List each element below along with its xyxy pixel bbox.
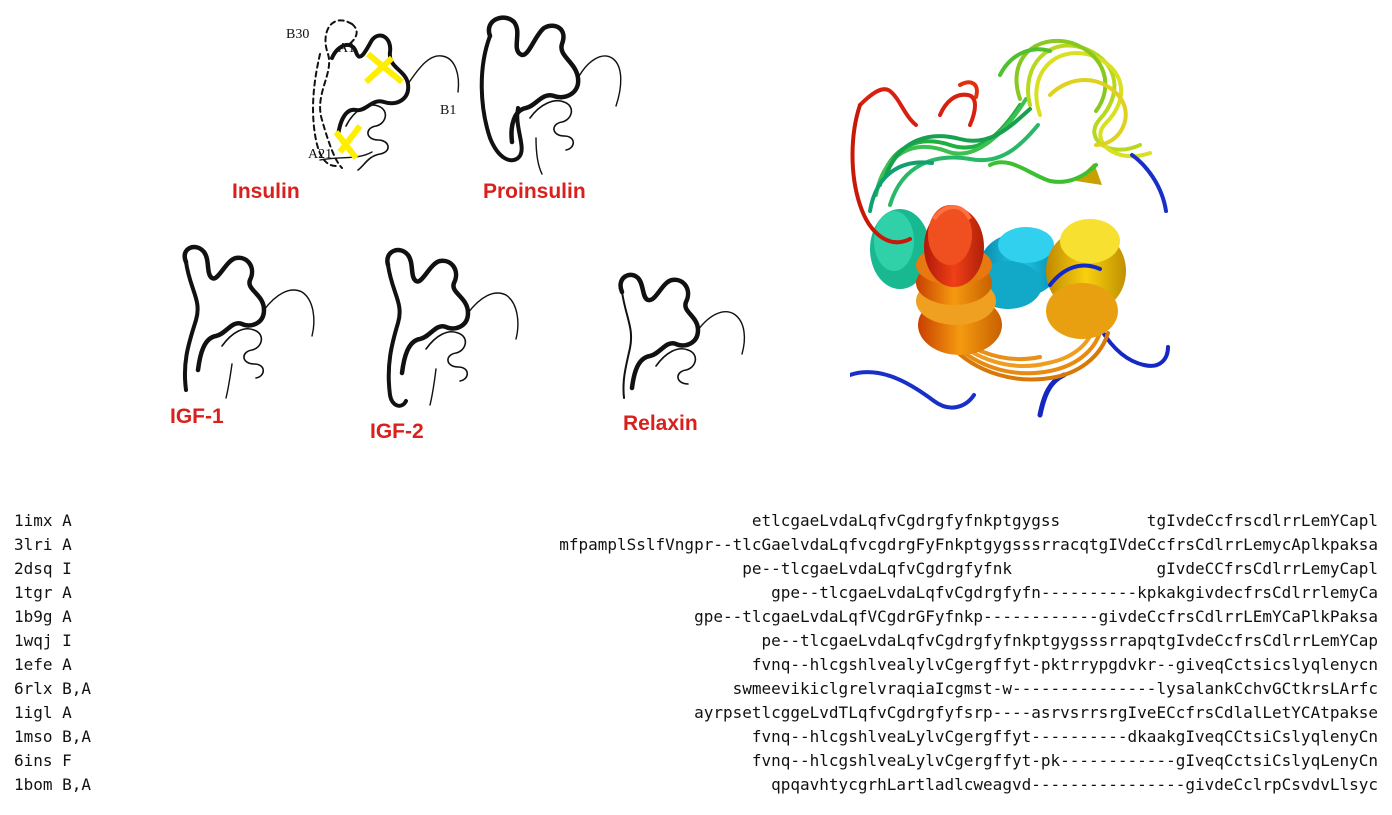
- alignment-row-id: 6ins F: [14, 751, 72, 770]
- alignment-row-id: 1bom B,A: [14, 775, 92, 794]
- insulin-marker-a21: A21: [308, 147, 332, 162]
- alignment-row-sequence: fvnq--hlcgshlveaLylvCgergffyt-pk--------…: [751, 751, 1378, 770]
- alignment-row: 1bom B,A qpqavhtycgrhLartladlcweagvd----…: [0, 774, 1378, 796]
- alignment-row: 1igl A ayrpsetlcggeLvdTLqfvCgdrgfyfsrp--…: [0, 702, 1378, 724]
- alignment-row-sequence: mfpamplSslfVngpr--tlcGaelvdaLqfvcgdrgFyF…: [559, 535, 1378, 554]
- alignment-row-sequence: pe--tlcgaeLvdaLqfvCgdrgfyfnk gIvdeCCfrsC…: [742, 559, 1378, 578]
- alignment-row-id: 1efe A: [14, 655, 72, 674]
- alignment-row: 2dsq I pe--tlcgaeLvdaLqfvCgdrgfyfnk gIvd…: [0, 558, 1378, 580]
- alignment-row-id: 1b9g A: [14, 607, 72, 626]
- alignment-row-sequence: swmeevikiclgrelvraqiaIcgmst-w-----------…: [732, 679, 1378, 698]
- alignment-row-id: 3lri A: [14, 535, 72, 554]
- alignment-row: 1efe A fvnq--hlcgshlvealylvCgergffyt-pkt…: [0, 654, 1378, 676]
- insulin-marker-b30: B30: [286, 27, 309, 42]
- alignment-row: 1mso B,A fvnq--hlcgshlveaLylvCgergffyt--…: [0, 726, 1378, 748]
- igf1-fold-drawing: [182, 244, 315, 399]
- alignment-row: 1b9g A gpe--tlcgaeLvdaLqfVCgdrGFyfnkp---…: [0, 606, 1378, 628]
- alignment-row-sequence: qpqavhtycgrhLartladlcweagvd-------------…: [771, 775, 1378, 794]
- alignment-row-id: 1mso B,A: [14, 727, 92, 746]
- alignment-row: 6rlx B,A swmeevikiclgrelvraqiaIcgmst-w--…: [0, 678, 1378, 700]
- proinsulin-fold-drawing: [479, 15, 622, 175]
- proinsulin-caption: Proinsulin: [483, 180, 586, 203]
- alignment-row-sequence: fvnq--hlcgshlvealylvCgergffyt-pktrrypgdv…: [751, 655, 1378, 674]
- alignment-row: 1wqj I pe--tlcgaeLvdaLqfvCgdrgfyfnkptgyg…: [0, 630, 1378, 652]
- alignment-row: 1imx A etlcgaeLvdaLqfvCgdrgfyfnkptgygss …: [0, 510, 1378, 532]
- alignment-row-sequence: fvnq--hlcgshlveaLylvCgergffyt----------d…: [751, 727, 1378, 746]
- alignment-row: 6ins F fvnq--hlcgshlveaLylvCgergffyt-pk-…: [0, 750, 1378, 772]
- insulin-marker-a1: A1: [338, 41, 355, 56]
- alignment-row-id: 2dsq I: [14, 559, 72, 578]
- alignment-row-sequence: ayrpsetlcggeLvdTLqfvCgdrgfyfsrp----asrvs…: [694, 703, 1378, 722]
- alignment-row-id: 1tgr A: [14, 583, 72, 602]
- alignment-row-sequence: pe--tlcgaeLvdaLqfvCgdrgfyfnkptgygsssrrap…: [761, 631, 1379, 650]
- insulin-fold-drawing: B30 A1 B1 A21: [286, 19, 460, 171]
- igf2-fold-drawing: [385, 247, 519, 408]
- alignment-row-id: 1imx A: [14, 511, 72, 530]
- alignment-row-id: 1wqj I: [14, 631, 72, 650]
- alignment-row-id: 6rlx B,A: [14, 679, 92, 698]
- alignment-row-sequence: gpe--tlcgaeLvdaLqfVCgdrGFyfnkp----------…: [694, 607, 1378, 626]
- relaxin-caption: Relaxin: [623, 412, 698, 435]
- alignment-row-id: 1igl A: [14, 703, 72, 722]
- insulin-marker-b1: B1: [440, 103, 456, 118]
- alignment-row-sequence: etlcgaeLvdaLqfvCgdrgfyfnkptgygss tgIvdeC…: [751, 511, 1378, 530]
- superposed-ribbon-structures: [850, 38, 1170, 418]
- igf1-caption: IGF-1: [170, 405, 224, 428]
- igf2-caption: IGF-2: [370, 420, 424, 443]
- alignment-row: 1tgr A gpe--tlcgaeLvdaLqfvCgdrgfyfn-----…: [0, 582, 1378, 604]
- alignment-row: 3lri A mfpamplSslfVngpr--tlcGaelvdaLqfvc…: [0, 534, 1378, 556]
- insulin-caption: Insulin: [232, 180, 300, 203]
- relaxin-fold-drawing: [618, 272, 746, 399]
- alignment-row-sequence: gpe--tlcgaeLvdaLqfvCgdrgfyfn----------kp…: [771, 583, 1378, 602]
